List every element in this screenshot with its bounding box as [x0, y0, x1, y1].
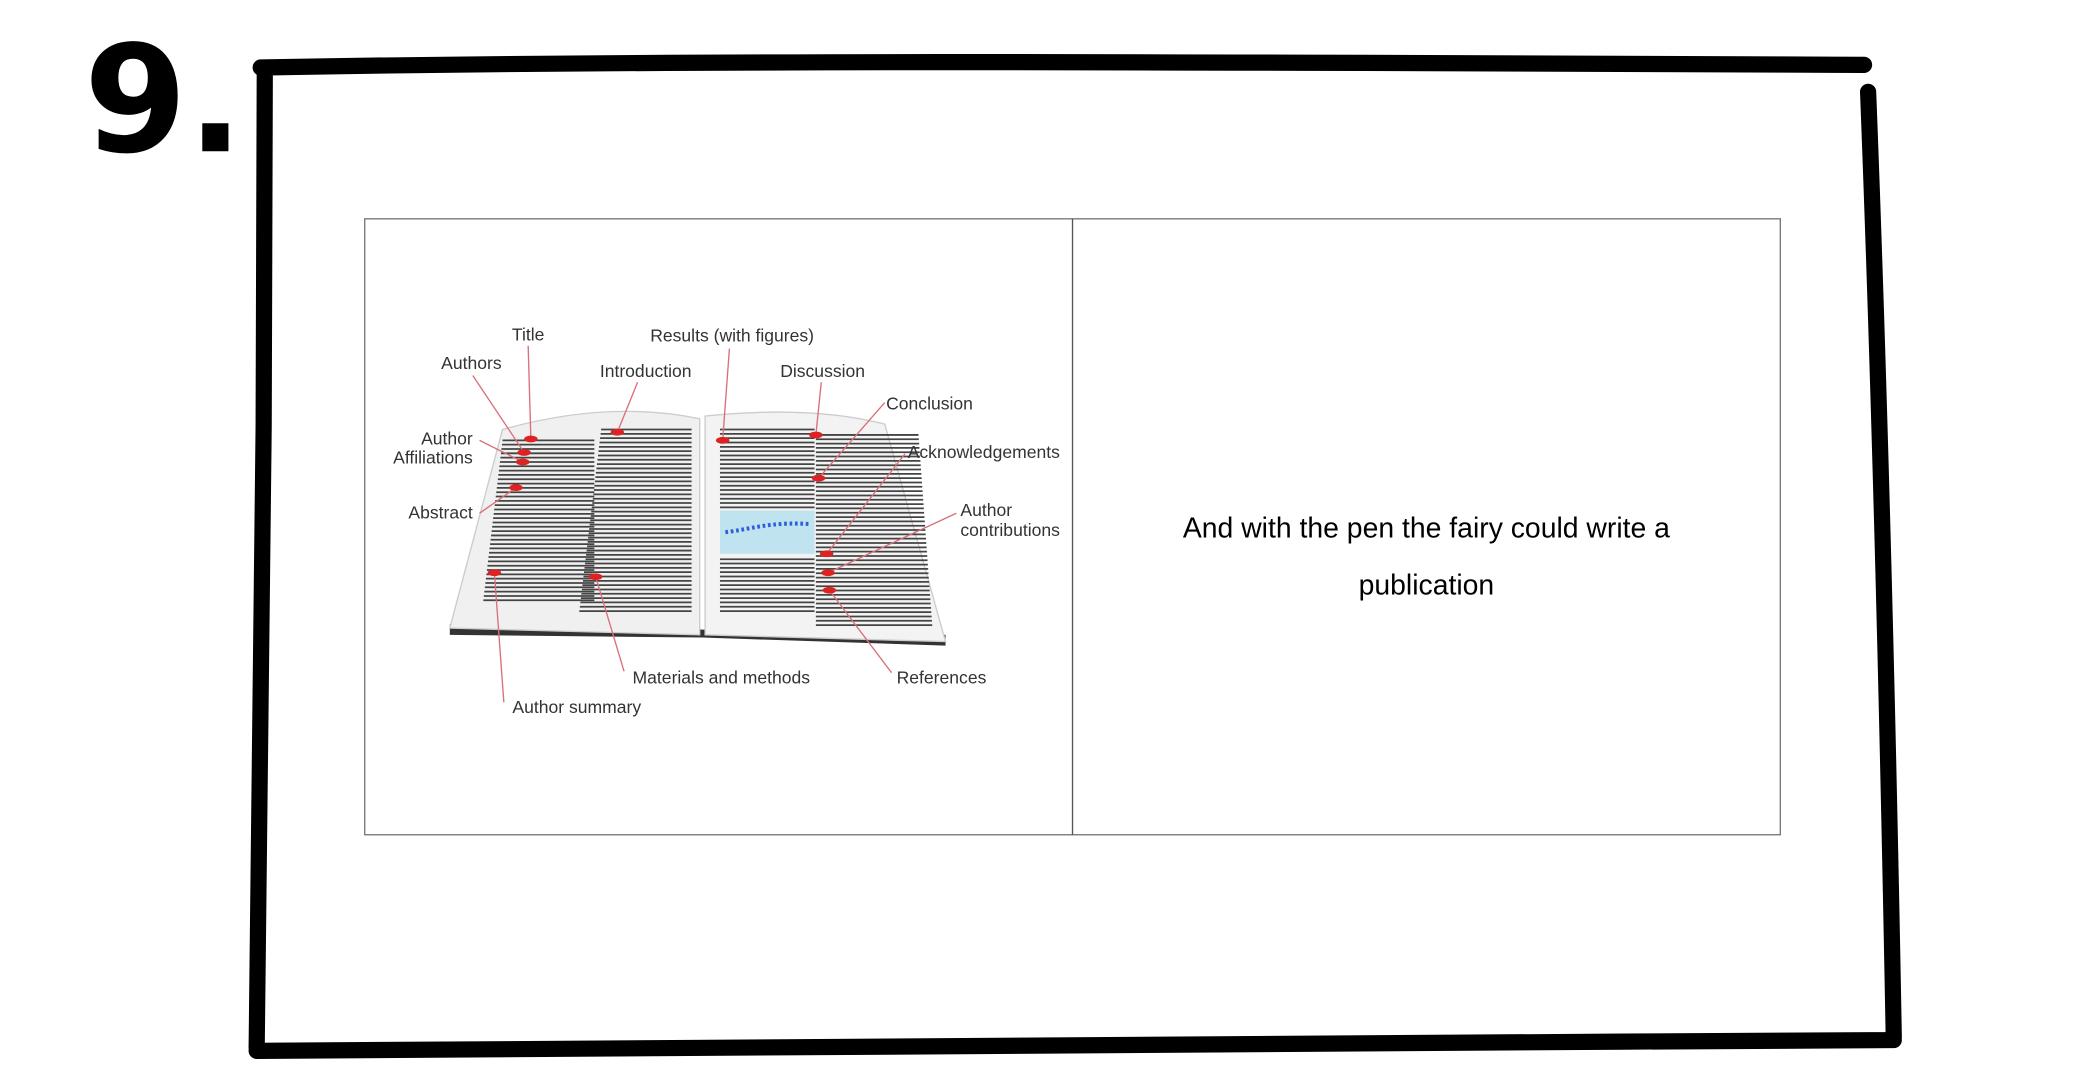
hand-drawn-frame [248, 54, 1902, 1059]
leader-line [828, 589, 893, 674]
leader-line [721, 348, 731, 441]
label-conclusion: Conclusion [886, 393, 973, 413]
label-references: References [897, 667, 987, 687]
label-discussion: Discussion [780, 361, 865, 381]
marker-dot [487, 569, 502, 577]
label-author-contributions: Author [960, 500, 1012, 520]
marker-dot [809, 431, 823, 439]
caption-line-1: And with the pen the fairy could write a [1183, 513, 1670, 545]
leader-line [527, 345, 532, 440]
leader-line [595, 576, 625, 672]
leader-line [827, 512, 957, 574]
label-introduction: Introduction [600, 361, 692, 381]
label-abstract: Abstract [408, 503, 472, 523]
label-author-contributions: contributions [960, 520, 1060, 540]
leader-line [493, 572, 505, 703]
marker-dot [822, 586, 837, 594]
marker-dot [524, 435, 538, 443]
leader-line [815, 382, 822, 436]
marker-dot [610, 428, 625, 436]
label-author-affiliations: Affiliations [393, 447, 473, 467]
leader-line [479, 487, 517, 514]
paper-structure-illustration: Title Authors Introduction Results (with… [393, 324, 1060, 717]
marker-dot [516, 458, 530, 466]
marker-dot [509, 484, 523, 491]
panel-number: 9. [84, 14, 244, 187]
marker-dot [819, 550, 834, 558]
leader-line [472, 375, 525, 453]
label-author-affiliations: Author [421, 428, 473, 448]
leader-line [818, 402, 886, 479]
label-author-summary: Author summary [512, 697, 641, 717]
marker-dot [517, 449, 531, 456]
leader-line [479, 439, 524, 463]
leader-line [616, 382, 639, 433]
marker-dot [588, 573, 603, 581]
label-materials-methods: Materials and methods [633, 667, 811, 687]
marker-dot [715, 436, 730, 444]
label-authors: Authors [441, 353, 502, 373]
caption-line-2: publication [1359, 569, 1495, 601]
label-acknowledgements: Acknowledgements [908, 442, 1060, 462]
label-results: Results (with figures) [650, 326, 814, 346]
label-title: Title [512, 324, 544, 344]
marker-dot [821, 569, 835, 577]
leader-line [826, 453, 906, 555]
marker-dot [811, 474, 826, 482]
